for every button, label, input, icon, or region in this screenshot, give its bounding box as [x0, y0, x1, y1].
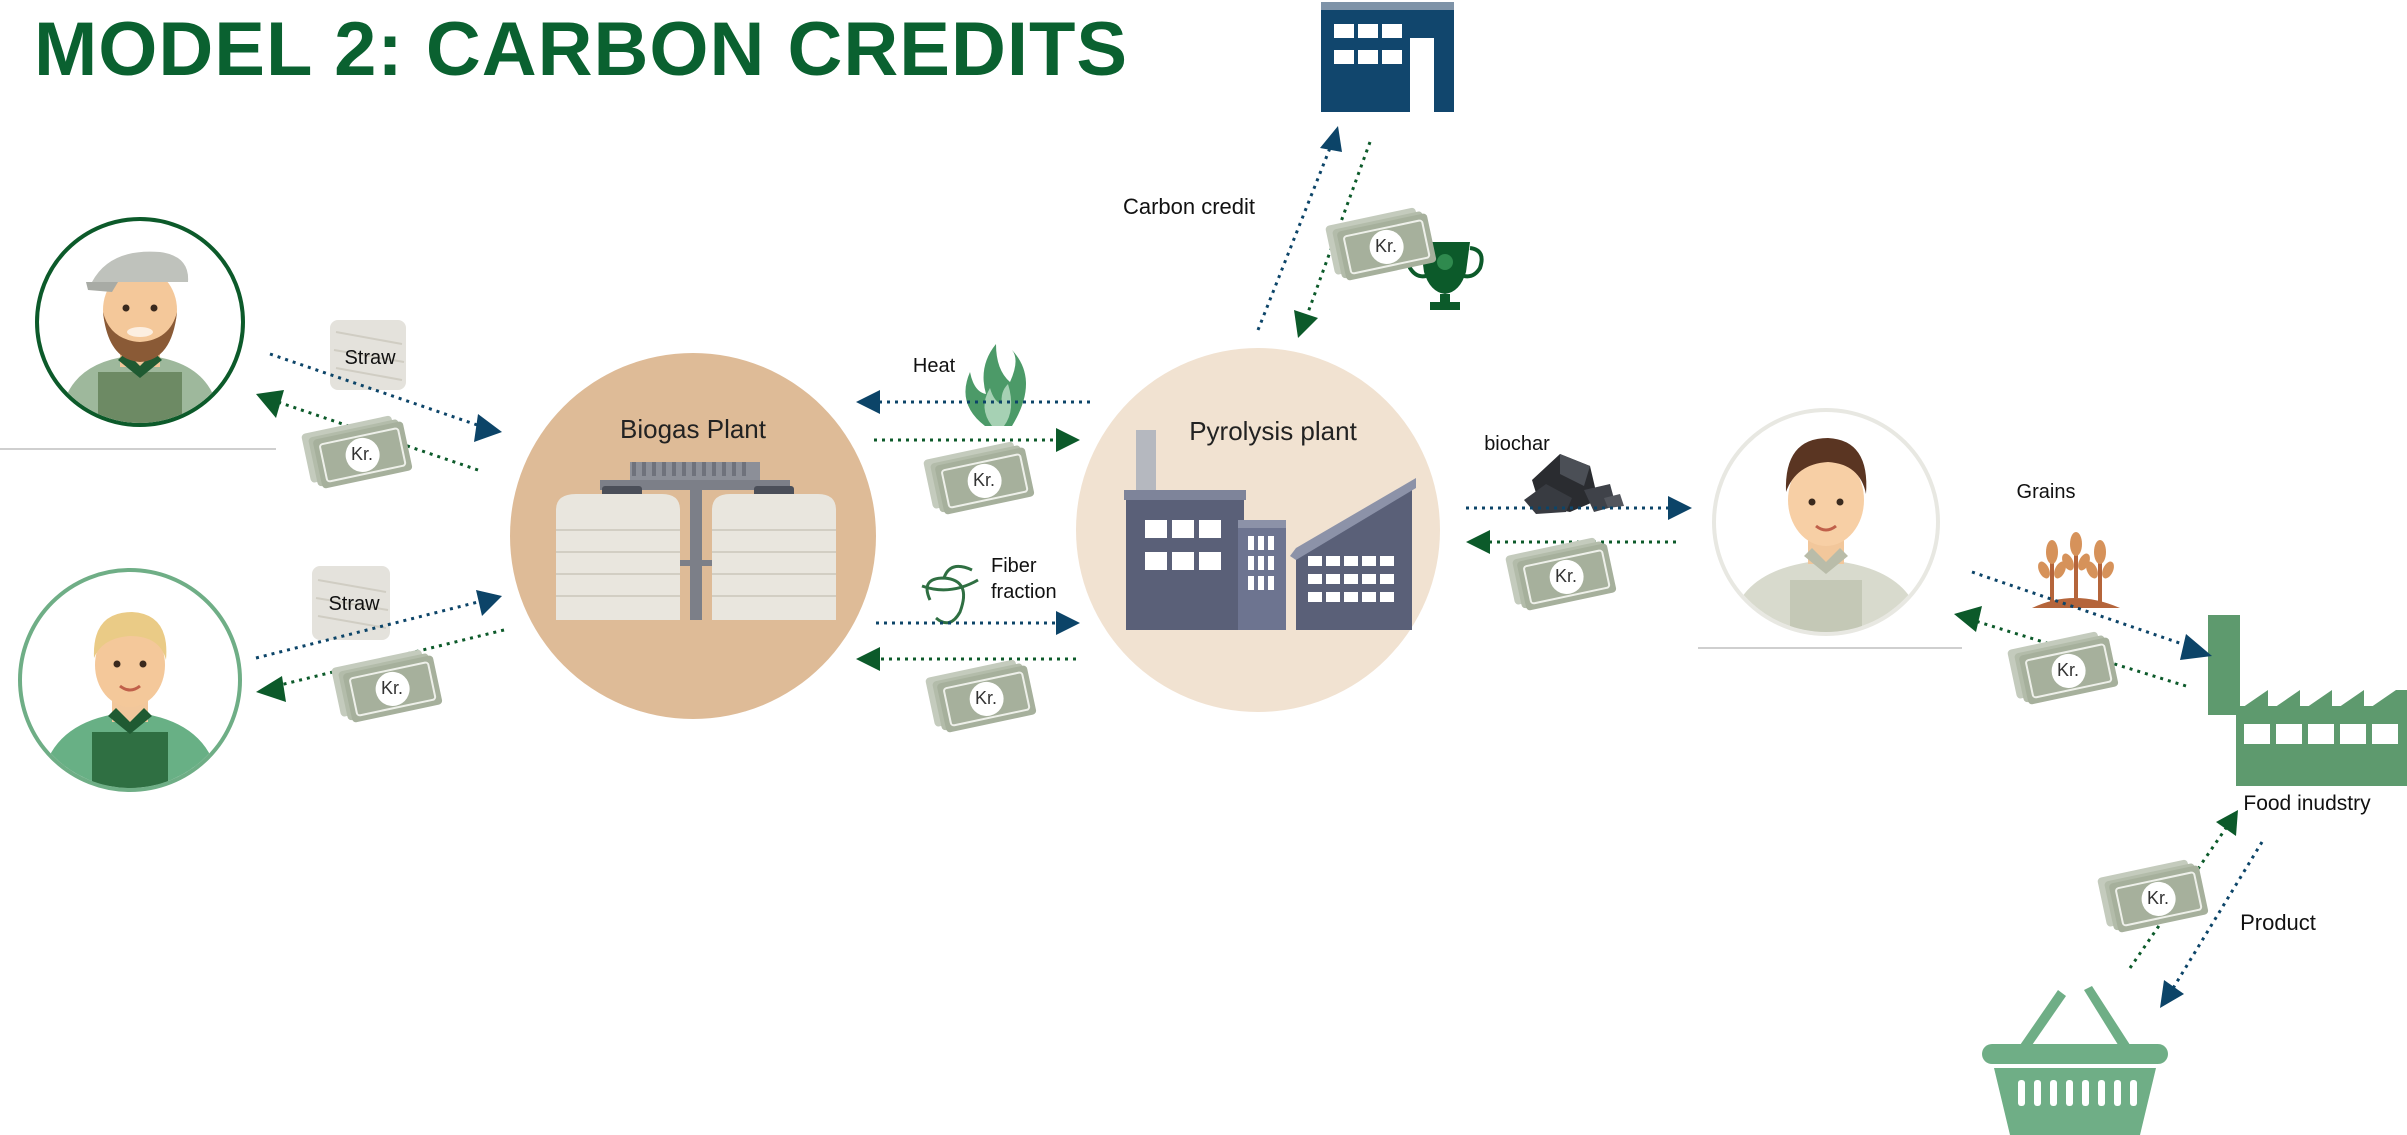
banknote-icon: Kr.: [299, 414, 414, 490]
wheat-icon: [2032, 532, 2120, 608]
straw-bale-icon: [330, 320, 406, 390]
money-label: Kr.: [2057, 660, 2079, 680]
arrow-heads: [256, 126, 2238, 1008]
shopping-basket-icon: [1982, 986, 2168, 1135]
biogas-plant-label: Biogas Plant: [620, 414, 767, 444]
grains-label: Grains: [2017, 481, 2076, 503]
office-building-icon: [1321, 2, 1454, 112]
product-label: Product: [2240, 910, 2316, 935]
banknote-icon: Kr.: [329, 648, 444, 724]
banknote-icon: Kr.: [1323, 206, 1438, 282]
pyrolysis-plant-label: Pyrolysis plant: [1189, 416, 1357, 446]
fiber-label: Fiber: [991, 555, 1037, 577]
fiber-label-2: fraction: [991, 581, 1057, 603]
banknote-icon: Kr.: [921, 440, 1036, 516]
money-label: Kr.: [973, 470, 995, 490]
food-industry-label: Food inudstry: [2243, 792, 2371, 815]
page-title: MODEL 2: CARBON CREDITS: [34, 7, 1129, 92]
biogas-plant: Biogas Plant: [510, 353, 876, 719]
coal-icon: [1524, 454, 1624, 514]
straw-bale-icon: [312, 566, 390, 640]
money-label: Kr.: [1375, 236, 1397, 256]
carbon-credit-label: Carbon credit: [1123, 194, 1255, 219]
farmer-icon: [1712, 408, 1940, 636]
straw-label: Straw: [328, 593, 380, 615]
biogas-tanks-icon: [556, 462, 836, 620]
money-label: Kr.: [351, 444, 373, 464]
money-label: Kr.: [2147, 888, 2169, 908]
money-label: Kr.: [975, 688, 997, 708]
heat-label: Heat: [913, 355, 956, 377]
banknote-icon: Kr.: [1503, 536, 1618, 612]
pyrolysis-plant: Pyrolysis plant: [1076, 348, 1440, 712]
pyrolysis-factory-icon: [1124, 430, 1416, 630]
banknote-icon: Kr.: [2005, 630, 2120, 706]
biochar-label: biochar: [1484, 433, 1550, 455]
factory-icon: [2208, 615, 2407, 786]
bearded-farmer-icon: [35, 217, 245, 427]
banknote-icon: Kr.: [923, 658, 1038, 734]
flame-icon: [965, 344, 1026, 426]
blond-farmer-icon: [18, 568, 242, 792]
fiber-icon: [921, 564, 979, 625]
straw-label: Straw: [344, 347, 396, 369]
banknote-icon: Kr.: [2095, 858, 2210, 934]
money-label: Kr.: [381, 678, 403, 698]
money-label: Kr.: [1555, 566, 1577, 586]
